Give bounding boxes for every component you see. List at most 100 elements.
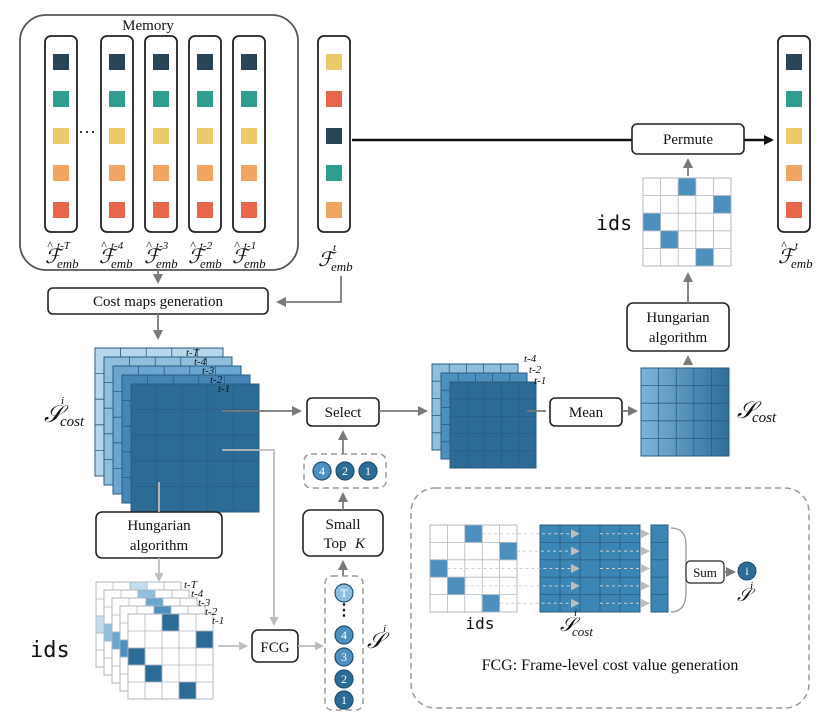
topk-circle-label: 2 [342, 464, 348, 478]
memory-column-cell [197, 128, 213, 144]
s-cost-bg [640, 367, 730, 457]
output-embedding-column [777, 35, 811, 233]
memory-f-sup: t-T [57, 240, 71, 252]
ids-top-match [642, 212, 662, 232]
memory-title: Memory [122, 18, 174, 34]
s-i-circle-label: 2 [341, 672, 347, 686]
memory-hat: ^ [101, 238, 107, 252]
current-column-cell [326, 128, 342, 144]
ids-stack [95, 581, 214, 700]
output-hat: ^ [781, 238, 787, 252]
legend-scost-sub: cost [572, 624, 593, 639]
fcg-legend-frame [410, 487, 810, 709]
topk-k-label: K [354, 536, 366, 552]
s-i-circle-label: T [340, 586, 348, 600]
ids-stack-layer-match [178, 681, 197, 700]
cost-maps-generation-label: Cost maps generation [93, 294, 223, 310]
ids-bottom-label: ids [30, 638, 70, 663]
memory-f-symbol: ℱ [45, 246, 64, 268]
current-embedding-column [317, 35, 351, 233]
selected-cost-layer-bg [449, 381, 537, 469]
memory-f-sup: t-1 [244, 240, 256, 252]
output-f-sub: emb [791, 256, 813, 271]
permute-box [631, 123, 745, 155]
topk-circle-label: 1 [365, 464, 371, 478]
legend-s-sup: i [750, 580, 753, 592]
legend-ids-match [464, 524, 483, 543]
memory-column-cell [53, 54, 69, 70]
legend-ids-match [446, 576, 466, 596]
s-i-circle [334, 669, 354, 689]
memory-f-sub: emb [111, 256, 133, 271]
memory-f-sup: t-2 [200, 240, 213, 252]
mean-label: Mean [569, 405, 604, 421]
ids-stack-layer-match [144, 664, 163, 683]
memory-f-sup: t-3 [156, 240, 169, 252]
legend-sum-label: Sum [693, 565, 717, 580]
memory-column-cell [109, 202, 125, 218]
s-cost-matrix [640, 367, 730, 457]
legend-value-column [650, 524, 669, 613]
memory-column-cell [241, 54, 257, 70]
current-f-symbol: ℱ [318, 249, 337, 271]
hungarian-left-line1: Hungarian [127, 518, 191, 534]
s-i-label: 𝒮 i [367, 623, 390, 653]
output-column-cell [786, 54, 802, 70]
output-f-sup: t [795, 240, 799, 252]
s-i-circle-label: 4 [341, 628, 347, 642]
memory-column-cell [197, 165, 213, 181]
memory-column-cell [109, 165, 125, 181]
memory-f-sup: t-4 [111, 240, 124, 252]
s-i-symbol: 𝒮 [367, 628, 390, 653]
s-i-vertical-ellipsis: ⋮ [336, 602, 352, 619]
current-column-cell [326, 91, 342, 107]
selected-cost-layer-label: t-2 [529, 364, 542, 376]
memory-f-symbol: ℱ [232, 246, 251, 268]
selected-cost-stack-labels: t-4t-2t-1 [524, 353, 546, 387]
select-box [306, 397, 380, 427]
memory-column-cell [241, 128, 257, 144]
memory-f-symbol: ℱ [99, 246, 118, 268]
legend-dashed-arrows [447, 529, 650, 608]
cost-map-layer-label: t-2 [210, 374, 223, 386]
memory-column-cell [109, 128, 125, 144]
legend-brace [670, 527, 687, 613]
legend-ids-match [481, 594, 501, 613]
hungarian-left-line2: algorithm [130, 538, 189, 554]
memory-column-cell [197, 54, 213, 70]
output-f-symbol: ℱ [778, 246, 797, 268]
hungarian-right-line1: Hungarian [646, 310, 710, 326]
legend-ids-match [429, 559, 448, 578]
output-column-cell [786, 91, 802, 107]
legend-output-circle [737, 561, 757, 581]
memory-column-cell [153, 128, 169, 144]
small-label: Small [325, 517, 360, 533]
cost-map-layer-bg [130, 383, 260, 513]
legend-ids-match [499, 542, 518, 561]
memory-ellipsis: ··· [78, 122, 96, 142]
fcg-label: FCG [260, 640, 289, 656]
memory-hat: ^ [146, 238, 152, 252]
ids-stack-layer-match [161, 613, 180, 632]
hungarian-right-line2: algorithm [649, 330, 708, 346]
ids-matrix-top [642, 177, 732, 267]
memory-columns [44, 35, 266, 233]
topk-circle [358, 461, 378, 481]
cost-map-layer-label: t-T [186, 347, 200, 359]
topk-label: Top [323, 536, 346, 552]
legend-col-bg [650, 524, 669, 613]
memory-column-cell [153, 202, 169, 218]
legend-s-symbol: 𝒮 [737, 585, 756, 605]
current-column-cell [326, 202, 342, 218]
ids-top-match [713, 195, 732, 214]
memory-column-cell [153, 91, 169, 107]
memory-column-cell [153, 54, 169, 70]
memory-f-sub: emb [200, 256, 222, 271]
cost-map-layer-label: t-1 [218, 383, 230, 395]
cost-map-layer-label: t-3 [202, 365, 215, 377]
s-i-circle-label: 1 [341, 693, 347, 707]
cost-map-stack-labels: t-Tt-4t-3t-2t-1 [186, 347, 230, 395]
